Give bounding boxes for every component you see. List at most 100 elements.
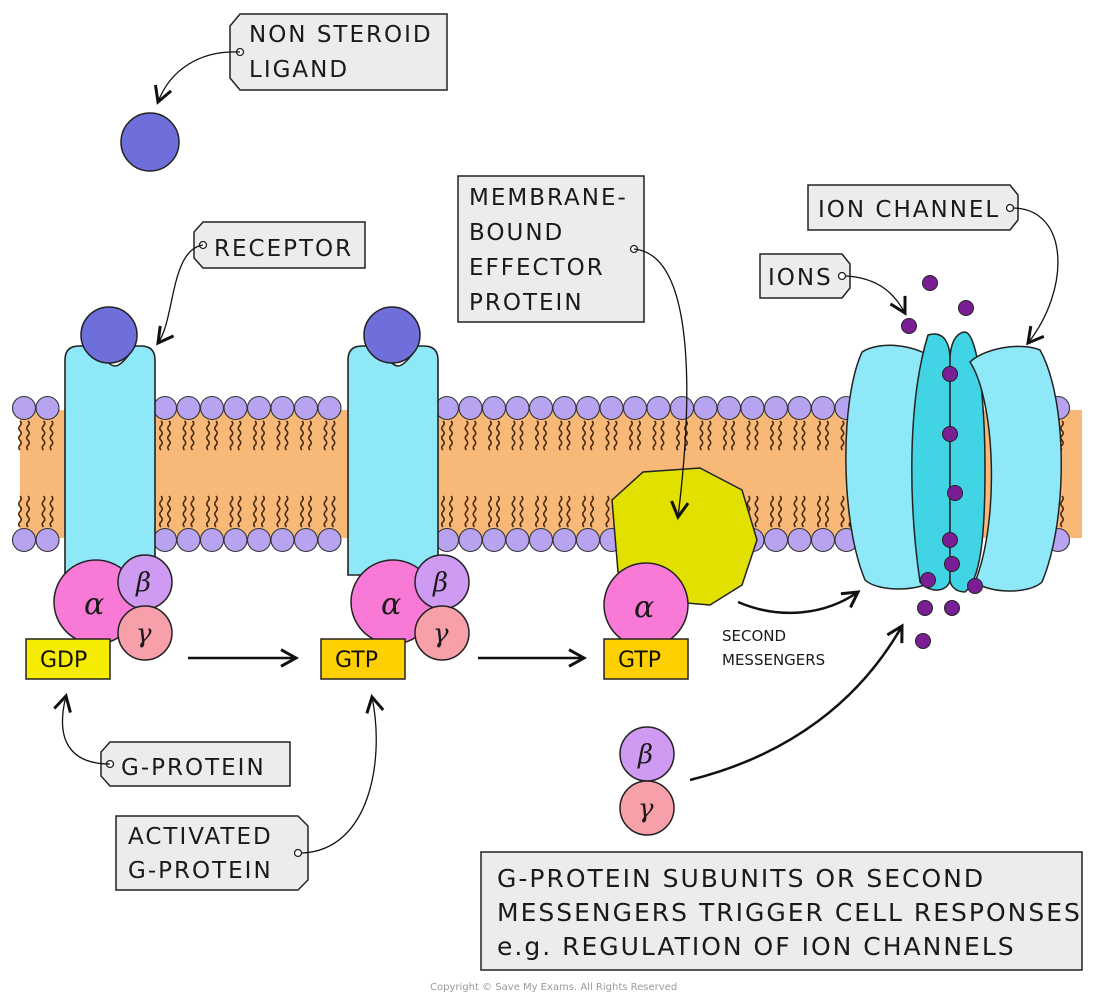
lipid-tail bbox=[49, 420, 54, 451]
second-messengers-line2: MESSENGERS bbox=[722, 651, 825, 669]
lipid-tail bbox=[213, 420, 219, 451]
label-ligand: NON STEROID LIGAND bbox=[153, 13, 448, 105]
lipid-tail bbox=[41, 420, 46, 451]
receptor-1 bbox=[64, 306, 156, 576]
lipid-tail bbox=[542, 420, 548, 451]
lipid-tail bbox=[331, 495, 336, 528]
lipid-tail bbox=[801, 420, 806, 451]
caption-line2: MESSENGERS TRIGGER CELL RESPONSES bbox=[497, 898, 1082, 927]
ion bbox=[901, 318, 917, 334]
lipid-tail bbox=[190, 420, 195, 451]
lipid-tail bbox=[660, 420, 665, 451]
gdp-label: GDP bbox=[40, 648, 87, 673]
lipid-tail bbox=[252, 495, 258, 528]
beta-symbol-2: β bbox=[432, 568, 448, 598]
phospholipid-head bbox=[458, 527, 483, 553]
receptor-label: RECEPTOR bbox=[214, 236, 353, 262]
gtp-box-1 bbox=[320, 638, 406, 680]
lipid-tail bbox=[769, 495, 775, 528]
alpha-gtp-complex: α GTP bbox=[603, 562, 689, 680]
lipid-tail bbox=[566, 420, 571, 451]
effector-label-line2: BOUND bbox=[469, 220, 564, 246]
ligand-label-line1: NON STEROID bbox=[249, 22, 433, 48]
lipid-tail bbox=[777, 495, 783, 528]
lipid-tail bbox=[440, 420, 446, 451]
label-ions: IONS bbox=[759, 253, 907, 316]
gtp-label-1: GTP bbox=[335, 648, 378, 673]
ion bbox=[944, 600, 960, 616]
lipid-tail bbox=[158, 495, 164, 528]
phospholipid-head bbox=[246, 395, 272, 421]
lipid-tail bbox=[589, 495, 595, 528]
alpha-symbol-2: α bbox=[381, 587, 401, 622]
lipid-tail bbox=[237, 420, 242, 451]
lipid-tail bbox=[746, 420, 751, 451]
phospholipid-head bbox=[199, 527, 225, 553]
lipid-tail bbox=[448, 495, 454, 528]
lipid-tail bbox=[824, 420, 830, 451]
caption-box: G-PROTEIN SUBUNITS OR SECOND MESSENGERS … bbox=[480, 851, 1083, 971]
lipid-tail bbox=[699, 420, 704, 451]
phospholipid-head bbox=[11, 395, 37, 421]
phospholipid-head bbox=[622, 395, 648, 421]
phospholipid-head bbox=[669, 395, 695, 421]
phospholipid-head bbox=[199, 395, 225, 421]
alpha-symbol-1: α bbox=[84, 587, 104, 622]
lipid-tail bbox=[331, 420, 336, 451]
lipid-tail bbox=[605, 420, 610, 451]
phospholipid-head bbox=[763, 527, 789, 553]
lipid-tail bbox=[534, 495, 540, 528]
phospholipid-head bbox=[152, 527, 178, 553]
phospholipid-head bbox=[575, 527, 601, 553]
phospholipid-head bbox=[740, 395, 765, 421]
copyright-notice: Copyright © Save My Exams. All Rights Re… bbox=[430, 982, 677, 993]
phospholipid-head bbox=[434, 527, 460, 553]
lipid-tail bbox=[158, 420, 164, 451]
lipid-tail bbox=[237, 495, 242, 528]
phospholipid-head bbox=[505, 527, 530, 553]
lipid-tail bbox=[284, 420, 289, 451]
ion bbox=[942, 426, 958, 442]
lipid-tail bbox=[307, 420, 313, 451]
effector-label-line3: EFFECTOR bbox=[469, 255, 605, 281]
lipid-tail bbox=[25, 495, 31, 528]
phospholipid-head bbox=[481, 527, 507, 553]
lipid-tail bbox=[793, 495, 798, 528]
phospholipid-head bbox=[810, 395, 836, 421]
g-protein-label: G-PROTEIN bbox=[121, 755, 266, 781]
gamma-subunit-3 bbox=[619, 780, 675, 836]
lipid-tail bbox=[472, 495, 477, 528]
phospholipid-head bbox=[528, 395, 554, 421]
ion bbox=[958, 300, 974, 316]
phospholipid-head bbox=[246, 527, 272, 553]
lipid-tail bbox=[605, 495, 610, 528]
lipid-tail bbox=[284, 495, 289, 528]
lipid-tail bbox=[1059, 495, 1065, 528]
phospholipid-head bbox=[223, 527, 248, 553]
phospholipid-head bbox=[458, 395, 483, 421]
lipid-tail bbox=[166, 495, 172, 528]
lipid-tail bbox=[769, 420, 775, 451]
lipid-tail bbox=[1059, 420, 1065, 451]
lipid-tail bbox=[276, 420, 281, 451]
phospholipid-head bbox=[35, 527, 60, 553]
gamma-symbol-3: γ bbox=[638, 794, 654, 824]
alpha-symbol-3: α bbox=[634, 590, 654, 625]
gdp-box bbox=[25, 638, 111, 680]
lipid-tail bbox=[707, 420, 712, 451]
beta-symbol-3: β bbox=[637, 740, 653, 770]
ion bbox=[915, 633, 931, 649]
ions-group bbox=[901, 275, 983, 649]
lipid-tail bbox=[464, 495, 469, 528]
lipid-tail bbox=[182, 495, 187, 528]
phospholipid-head bbox=[552, 527, 577, 553]
lipid-tail bbox=[229, 420, 234, 451]
label-effector: MEMBRANE- BOUND EFFECTOR PROTEIN bbox=[457, 175, 690, 521]
phospholipid-heads bbox=[11, 395, 1071, 553]
lipid-tail bbox=[487, 495, 493, 528]
lipid-tail bbox=[487, 420, 493, 451]
phospholipid-head bbox=[270, 527, 295, 553]
lipid-tail bbox=[17, 420, 23, 451]
ion-channel bbox=[845, 331, 1062, 593]
